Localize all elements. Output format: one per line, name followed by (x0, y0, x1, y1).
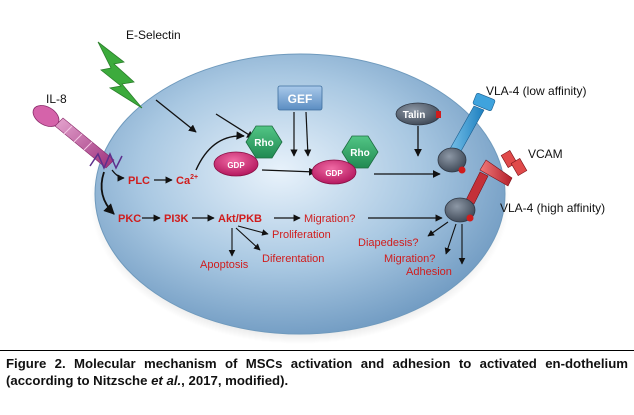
diagram-canvas: E-Selectin IL-8 PLC Ca2+ Rho GDP GEF Rho… (32, 28, 605, 344)
gef-label: GEF (288, 92, 313, 106)
e-selectin-arrow-1 (155, 99, 197, 133)
figure-caption: Figure 2. Molecular mechanism of MSCs ac… (6, 355, 628, 389)
pkc-label: PKC (118, 213, 141, 225)
rho-1-label: Rho (254, 138, 273, 149)
vla4-low-head (472, 92, 496, 112)
rho-2-hexagon (341, 135, 379, 169)
il8-receptor-stem (54, 117, 115, 169)
gdp-1-label: GDP (227, 161, 245, 170)
vla4-low-label: VLA-4 (low affinity) (486, 84, 586, 98)
e-selectin-arrow-2 (215, 113, 255, 139)
akt-to-diferentation-arrow (235, 227, 261, 251)
proliferation-label: Proliferation (272, 229, 331, 241)
vla4-high-label: VLA-4 (high affinity) (500, 201, 605, 215)
adhesion-label: Adhesion (406, 266, 452, 278)
vla4-high-red-dot (466, 214, 474, 222)
vla4-to-diapedesis-arrow (427, 221, 449, 237)
gef-arrow-2 (304, 111, 312, 157)
akt-label: Akt/PKB (218, 213, 262, 225)
migration-label: Migration? (304, 213, 355, 225)
plc-label: PLC (128, 175, 150, 187)
il8-label: IL-8 (46, 92, 67, 106)
e-selectin-lightning-icon (97, 41, 143, 109)
vcam-label: VCAM (528, 147, 563, 161)
talin-label: Talin (403, 110, 426, 121)
caption-text: Figure 2. Molecular mechanism of MSCs ac… (6, 356, 628, 388)
gdp-1-oval (213, 151, 259, 177)
akt-to-proliferation-arrow (237, 225, 269, 236)
vcam-stem (479, 159, 513, 187)
ca-to-rho-arrow (195, 131, 245, 171)
il8-to-pkc-arrow (100, 171, 115, 215)
apoptosis-label: Apoptosis (200, 259, 249, 271)
il8-to-plc-arrow (111, 169, 125, 182)
vla4-low-red-dot (458, 166, 466, 174)
il8-zigzag (89, 152, 123, 170)
vcam-segment-2 (510, 158, 528, 176)
pi3k-label: PI3K (164, 213, 189, 225)
migration2-label: Migration? (384, 253, 435, 265)
e-selectin-label: E-Selectin (126, 28, 181, 42)
gdp-2-label: GDP (325, 169, 343, 178)
caption-etal: et al. (151, 373, 182, 388)
gdp-transfer-arrow (261, 167, 317, 176)
vla4-to-migration2-arrow (444, 223, 457, 255)
vla4-low-body (437, 147, 467, 173)
caption-text-end: , 2017, modified). (181, 373, 289, 388)
gef-box (277, 85, 323, 111)
ca-label: Ca2+ (176, 174, 198, 187)
gdp-2-oval (311, 159, 357, 185)
rho-2-label: Rho (350, 148, 369, 159)
vcam-lower-stem (465, 171, 489, 205)
mechanism-diagram: E-Selectin IL-8 PLC Ca2+ Rho GDP GEF Rho… (32, 28, 605, 344)
rho-1-hexagon (245, 125, 283, 159)
diferentation-label: Diferentation (262, 253, 324, 265)
diapedesis-label: Diapedesis? (358, 237, 419, 249)
caption-divider (0, 350, 634, 351)
cell-body (94, 53, 506, 335)
talin-red-tag (436, 111, 441, 118)
